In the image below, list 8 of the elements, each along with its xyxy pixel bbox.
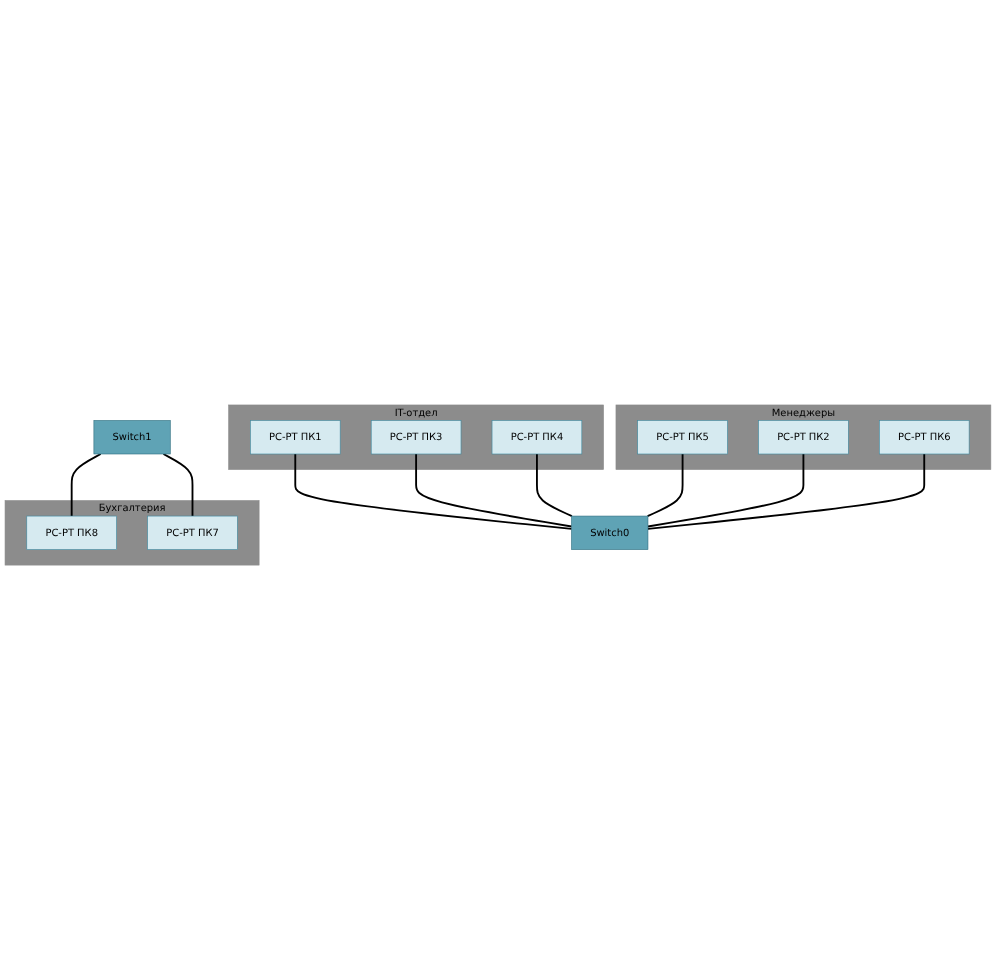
connector <box>415 453 573 528</box>
connector <box>646 453 684 517</box>
connector <box>647 453 926 530</box>
connector <box>162 453 194 517</box>
connector <box>294 453 573 530</box>
connector <box>647 453 805 528</box>
connector <box>70 453 102 517</box>
connector <box>536 453 573 517</box>
